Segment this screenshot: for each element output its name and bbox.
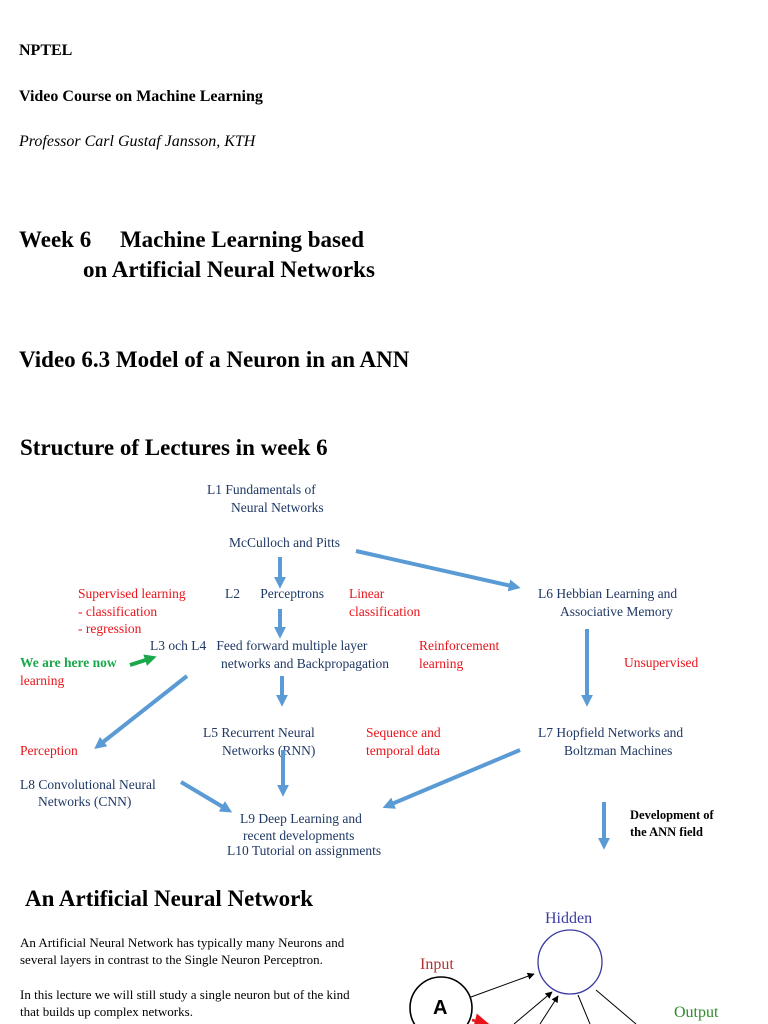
- note-linear-classification: classification: [349, 604, 421, 619]
- note-linear: Linear: [349, 586, 385, 601]
- week-heading-line1: Week 6 Machine Learning based: [19, 227, 365, 252]
- lecture-l10: L10 Tutorial on assignments: [227, 843, 382, 858]
- note-perception: Perception: [20, 743, 78, 758]
- label-hidden: Hidden: [545, 910, 593, 927]
- lecture-l2: L2 Perceptrons: [225, 586, 324, 601]
- lecture-l5-line1: L5 Recurrent Neural: [203, 725, 315, 740]
- arrow-l7-to-l9: [382, 748, 521, 809]
- lecture-l5-line2: Networks (RNN): [222, 743, 316, 758]
- arrow-l34-to-perception: [94, 674, 189, 749]
- note-regression: - regression: [78, 621, 142, 636]
- label-input: Input: [420, 956, 454, 973]
- week-heading-line2: on Artificial Neural Networks: [83, 257, 375, 282]
- ann-title: An Artificial Neural Network: [25, 886, 314, 911]
- ann-paragraph1-line1: An Artificial Neural Network has typical…: [20, 935, 345, 950]
- label-output: Output: [674, 1004, 719, 1021]
- lecture-l7-line2: Boltzman Machines: [564, 743, 673, 758]
- edge-hidden-down-1: [577, 994, 591, 1024]
- arrow-we-are-here: [129, 654, 157, 667]
- note-supervised: Supervised learning: [78, 586, 186, 601]
- lecture-l1-line1: L1 Fundamentals of: [207, 482, 316, 497]
- note-temporal-data: temporal data: [366, 743, 440, 758]
- node-a-label: A: [433, 997, 448, 1019]
- ann-paragraph2-line1: In this lecture we will still study a si…: [20, 987, 350, 1002]
- edge-to-hidden-2: [539, 995, 559, 1024]
- input-node-a: [409, 976, 473, 1024]
- note-classification: - classification: [78, 604, 158, 619]
- lecture-l1-line2: Neural Networks: [231, 500, 324, 515]
- lecture-mcculloch: McCulloch and Pitts: [229, 535, 340, 550]
- edge-hidden-down-2: [595, 989, 637, 1024]
- lecture-l3-l4-line2: networks and Backpropagation: [221, 656, 389, 671]
- note-reinforcement: Reinforcement: [419, 638, 500, 653]
- structure-title: Structure of Lectures in week 6: [20, 435, 328, 460]
- lecture-l9-line1: L9 Deep Learning and: [240, 811, 362, 826]
- lecture-l8-line2: Networks (CNN): [38, 794, 132, 809]
- edge-a-red: [471, 1013, 490, 1024]
- course-title: Video Course on Machine Learning: [19, 88, 263, 105]
- lecture-l8-line1: L8 Convolutional Neural: [20, 777, 156, 792]
- arrow-l8-to-l9: [179, 780, 233, 813]
- note-development-line2: the ANN field: [630, 825, 703, 839]
- lecture-l9-line2: recent developments: [243, 828, 355, 843]
- note-learning: learning: [20, 673, 65, 688]
- video-title: Video 6.3 Model of a Neuron in an ANN: [19, 347, 410, 372]
- edge-a-to-hidden: [470, 972, 535, 998]
- edge-to-hidden-1: [513, 991, 553, 1024]
- note-we-are-here: We are here now: [20, 655, 117, 670]
- note-sequence: Sequence and: [366, 725, 441, 740]
- note-development-line1: Development of: [630, 808, 714, 822]
- lecture-l6-line1: L6 Hebbian Learning and: [538, 586, 678, 601]
- note-unsupervised: Unsupervised: [624, 655, 699, 670]
- professor-name: Professor Carl Gustaf Jansson, KTH: [19, 133, 256, 150]
- ann-paragraph1-line2: several layers in contrast to the Single…: [20, 952, 323, 967]
- org-name: NPTEL: [19, 42, 73, 59]
- lecture-l3-l4-line1: L3 och L4 Feed forward multiple layer: [150, 638, 368, 653]
- lecture-l7-line1: L7 Hopfield Networks and: [538, 725, 684, 740]
- note-reinforcement-learning: learning: [419, 656, 464, 671]
- lecture-l6-line2: Associative Memory: [560, 604, 673, 619]
- hidden-node: [537, 929, 603, 995]
- arrow-mcculloch-to-l6: [355, 549, 521, 592]
- ann-paragraph2-line2: that builds up complex networks.: [20, 1004, 193, 1019]
